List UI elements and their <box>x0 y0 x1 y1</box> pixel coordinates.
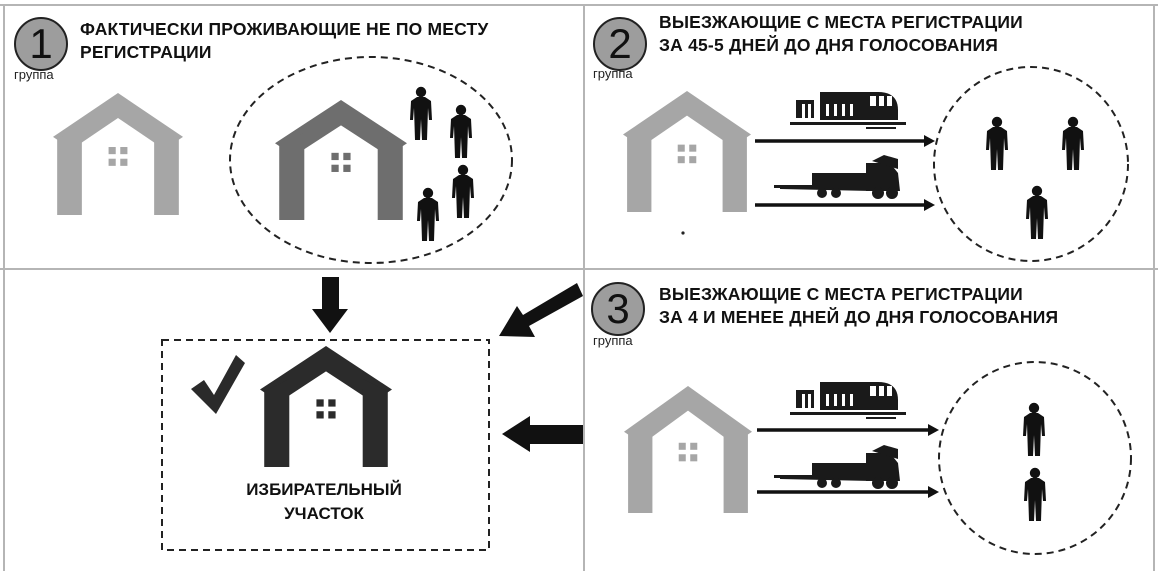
group-number-badge: 3 <box>591 282 645 336</box>
house-window <box>108 147 116 155</box>
polling-station-frame <box>161 339 490 551</box>
house-window <box>108 158 116 166</box>
person-icon <box>1026 185 1048 239</box>
flow-arrow-head <box>928 424 939 436</box>
panel-2-title: ВЫЕЗЖАЮЩИЕ С МЕСТА РЕГИСТРАЦИИ ЗА 45-5 Д… <box>659 11 1023 57</box>
group-label: группа <box>14 67 54 82</box>
person-icon <box>417 187 439 241</box>
dot-mark <box>681 231 685 235</box>
house-window <box>690 442 698 450</box>
house-icon <box>53 93 183 215</box>
house-window <box>328 411 336 419</box>
group-number-badge: 2 <box>593 17 647 71</box>
polling-station-label: ИЗБИРАТЕЛЬНЫЙ УЧАСТОК <box>224 478 424 526</box>
person-icon <box>1024 467 1046 521</box>
flow-arrow-head <box>924 199 935 211</box>
house-window <box>690 454 698 462</box>
group-label: группа <box>593 66 633 81</box>
checkmark-icon <box>191 355 245 414</box>
house-roof <box>623 91 751 147</box>
title-line: РЕГИСТРАЦИИ <box>80 42 212 62</box>
arrow-icon <box>502 416 583 452</box>
title-line: ВЫЕЗЖАЮЩИЕ С МЕСТА РЕГИСТРАЦИИ <box>659 284 1023 304</box>
house-window <box>677 144 685 152</box>
house-roof <box>260 346 392 403</box>
title-line: ЗА 45-5 ДНЕЙ ДО ДНЯ ГОЛОСОВАНИЯ <box>659 35 999 55</box>
group-area-ellipse <box>229 56 513 264</box>
station-label-line: ИЗБИРАТЕЛЬНЫЙ <box>246 480 402 499</box>
house-wall <box>279 132 305 220</box>
house-window <box>328 399 336 407</box>
panel-1-title: ФАКТИЧЕСКИ ПРОЖИВАЮЩИЕ НЕ ПО МЕСТУ РЕГИС… <box>80 18 489 64</box>
house-window <box>678 442 686 450</box>
title-line: ЗА 4 И МЕНЕЕ ДНЕЙ ДО ДНЯ ГОЛОСОВАНИЯ <box>659 307 1059 327</box>
house-window <box>343 152 351 161</box>
truck-icon <box>774 445 900 489</box>
house-window <box>316 411 324 419</box>
house-wall <box>154 126 179 215</box>
person-icon <box>450 104 472 158</box>
house-icon <box>624 386 752 513</box>
destination-circle <box>933 66 1129 262</box>
house-roof <box>624 386 752 445</box>
house-window <box>677 156 685 164</box>
flow-arrow-head <box>924 135 935 147</box>
arrow-icon <box>312 277 348 333</box>
house-wall <box>264 379 290 467</box>
person-icon <box>1062 116 1084 170</box>
house-roof <box>275 100 407 156</box>
house-window <box>331 164 339 172</box>
house-window <box>120 147 128 155</box>
house-window <box>343 164 351 172</box>
person-icon <box>452 164 474 218</box>
person-icon <box>986 116 1008 170</box>
group-label: группа <box>593 333 633 348</box>
truck-icon <box>774 155 900 199</box>
house-wall <box>722 124 747 212</box>
house-wall <box>627 124 652 212</box>
house-icon <box>260 346 392 467</box>
title-line: ФАКТИЧЕСКИ ПРОЖИВАЮЩИЕ НЕ ПО МЕСТУ <box>80 19 489 39</box>
flow-arrow-head <box>928 486 939 498</box>
house-roof <box>53 93 183 150</box>
house-window <box>331 152 339 161</box>
group-number-badge: 1 <box>14 17 68 71</box>
person-icon <box>410 86 432 140</box>
house-wall <box>628 421 653 513</box>
house-window <box>689 156 697 164</box>
station-label-line: УЧАСТОК <box>284 504 364 523</box>
house-wall <box>723 421 748 513</box>
person-icon <box>1023 402 1045 456</box>
train-icon <box>790 92 906 129</box>
house-wall <box>377 132 403 220</box>
arrow-icon <box>499 283 583 337</box>
house-window <box>678 454 686 462</box>
house-wall <box>57 126 82 215</box>
train-icon <box>790 382 906 419</box>
house-window <box>120 158 128 166</box>
house-icon <box>623 91 751 212</box>
panel-3-title: ВЫЕЗЖАЮЩИЕ С МЕСТА РЕГИСТРАЦИИ ЗА 4 И МЕ… <box>659 283 1058 329</box>
destination-circle <box>938 361 1132 555</box>
title-line: ВЫЕЗЖАЮЩИЕ С МЕСТА РЕГИСТРАЦИИ <box>659 12 1023 32</box>
house-wall <box>362 379 388 467</box>
house-icon <box>275 100 407 220</box>
house-window <box>689 144 697 152</box>
house-window <box>316 399 324 407</box>
